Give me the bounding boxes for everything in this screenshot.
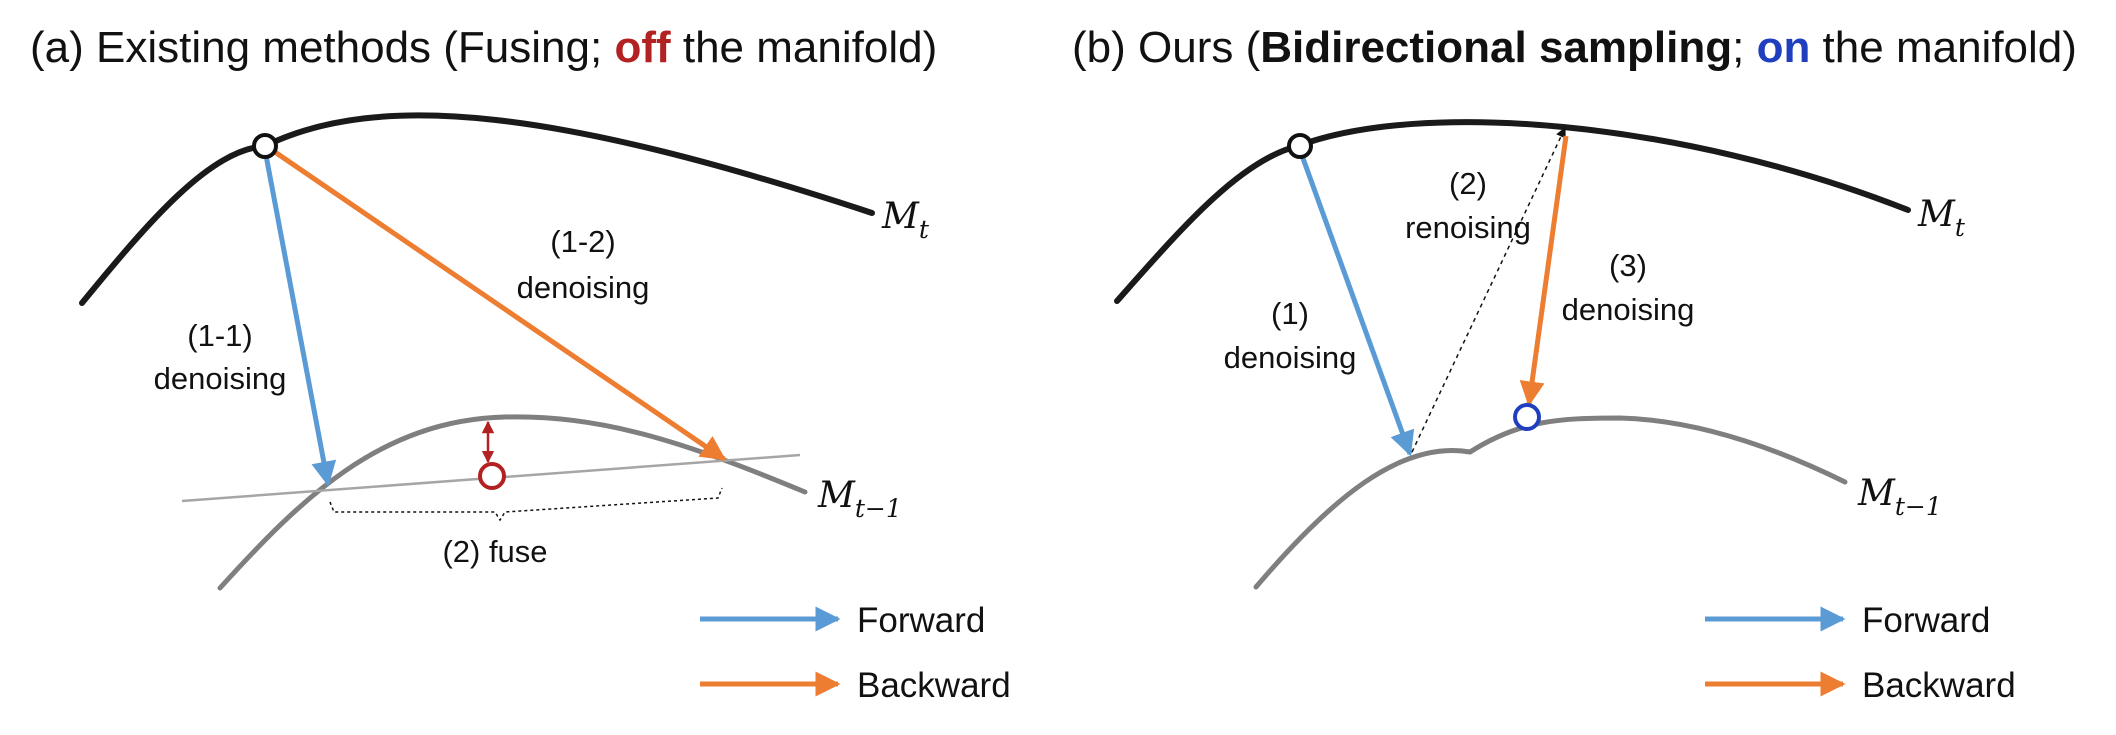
manifold-lower-label-b: Mt−1 [1857, 473, 1942, 521]
manifold-lower-curve [217, 414, 808, 591]
backward-arrow-1-2 [270, 147, 727, 462]
manifold-lower-curve-b [1253, 415, 1848, 590]
label-step-2-index: (2) [1449, 166, 1487, 201]
renoise-arrow-2 [1411, 127, 1566, 453]
panel-b-title: (b) Ours (Bidirectional sampling; on the… [1072, 23, 2077, 72]
legend-backward-label-a: Backward [857, 666, 1011, 705]
manifold-upper-label: Mt [881, 196, 930, 244]
forward-arrow-1 [1297, 149, 1415, 457]
on-manifold-point [1513, 403, 1541, 431]
legend-forward-label-b: Forward [1862, 601, 1990, 640]
panel-b: (b) Ours (Bidirectional sampling; on the… [1072, 23, 2077, 705]
label-step-1-2-text: denoising [517, 270, 650, 305]
start-point-b [1287, 133, 1313, 159]
label-step-1-1-text: denoising [154, 361, 287, 396]
label-step-1-index: (1) [1271, 296, 1309, 331]
legend-backward-label-b: Backward [1862, 666, 2016, 705]
label-fuse: (2) fuse [442, 534, 547, 569]
label-step-1-text: denoising [1224, 340, 1357, 375]
fused-point [478, 462, 506, 490]
panel-a: (a) Existing methods (Fusing; off the ma… [30, 23, 1011, 705]
manifold-upper-label-b: Mt [1917, 194, 1966, 242]
forward-arrow-1-1 [262, 149, 337, 487]
panel-a-title: (a) Existing methods (Fusing; off the ma… [30, 23, 937, 72]
start-point-a [252, 133, 278, 159]
manifold-upper-curve-b [1114, 119, 1911, 304]
label-step-2-text: renoising [1405, 210, 1531, 245]
manifold-upper-curve [79, 112, 875, 306]
fuse-brace [329, 487, 723, 522]
manifold-lower-label: Mt−1 [817, 475, 902, 523]
legend-forward-label-a: Forward [857, 601, 985, 640]
label-step-3-index: (3) [1609, 248, 1647, 283]
label-step-3-text: denoising [1562, 292, 1695, 327]
backward-arrow-3 [1519, 135, 1569, 407]
label-step-1-1-index: (1-1) [187, 318, 252, 353]
label-step-1-2-index: (1-2) [550, 224, 615, 259]
